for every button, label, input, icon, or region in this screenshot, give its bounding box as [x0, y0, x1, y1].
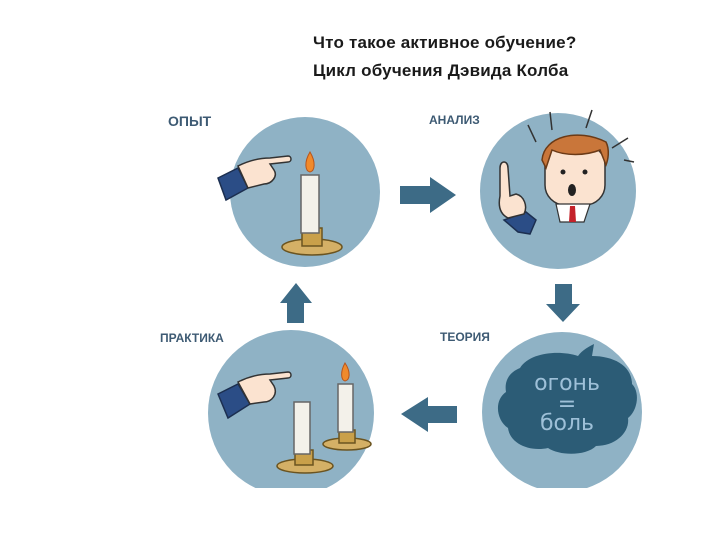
- stage-label-practice: ПРАКТИКА: [160, 331, 224, 345]
- bubble-text-line3: боль: [522, 412, 612, 435]
- stage-label-analysis: АНАЛИЗ: [429, 113, 480, 127]
- arrow-right: [400, 177, 456, 213]
- stage-label-theory: ТЕОРИЯ: [440, 330, 490, 344]
- arrow-up: [280, 283, 312, 323]
- stage-label-experience: ОПЫТ: [168, 113, 211, 129]
- arrow-down: [546, 284, 580, 322]
- arrow-left: [401, 397, 457, 432]
